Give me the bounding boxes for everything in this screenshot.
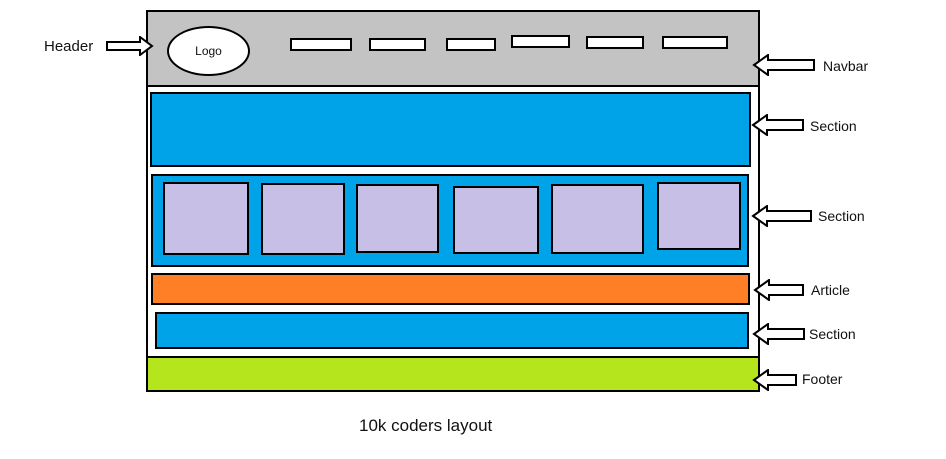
card	[356, 184, 439, 253]
section-annotation-3: Section	[809, 326, 856, 342]
header-annotation: Header	[44, 38, 94, 55]
nav-item	[446, 38, 496, 51]
diagram-title: 10k coders layout	[359, 416, 493, 435]
arrow-left-icon	[752, 369, 797, 391]
footer-annotation: Footer	[802, 371, 843, 387]
arrow-left-icon	[751, 205, 812, 227]
card	[261, 183, 345, 255]
card	[453, 186, 539, 254]
card	[551, 184, 644, 254]
section-annotation-1: Section	[810, 118, 857, 134]
section-annotation-2: Section	[818, 208, 865, 224]
arrow-right-icon	[106, 36, 154, 56]
article-block	[151, 273, 750, 305]
arrow-left-icon	[753, 279, 804, 301]
article-annotation: Article	[811, 282, 850, 298]
arrow-left-icon	[752, 54, 815, 76]
section-block-1	[150, 92, 751, 167]
section-block-3	[155, 312, 749, 349]
navbar-annotation: Navbar	[823, 58, 869, 74]
logo-text: Logo	[195, 44, 222, 58]
nav-item	[511, 35, 570, 48]
nav-item	[662, 36, 728, 49]
footer-block	[146, 356, 760, 392]
nav-item	[290, 38, 352, 51]
nav-item	[369, 38, 426, 51]
logo-ellipse: Logo	[167, 26, 250, 76]
arrow-left-icon	[751, 114, 804, 136]
card	[657, 182, 741, 250]
section-block-2	[151, 174, 749, 267]
card	[163, 182, 249, 255]
arrow-left-icon	[752, 323, 805, 345]
nav-item	[586, 36, 644, 49]
